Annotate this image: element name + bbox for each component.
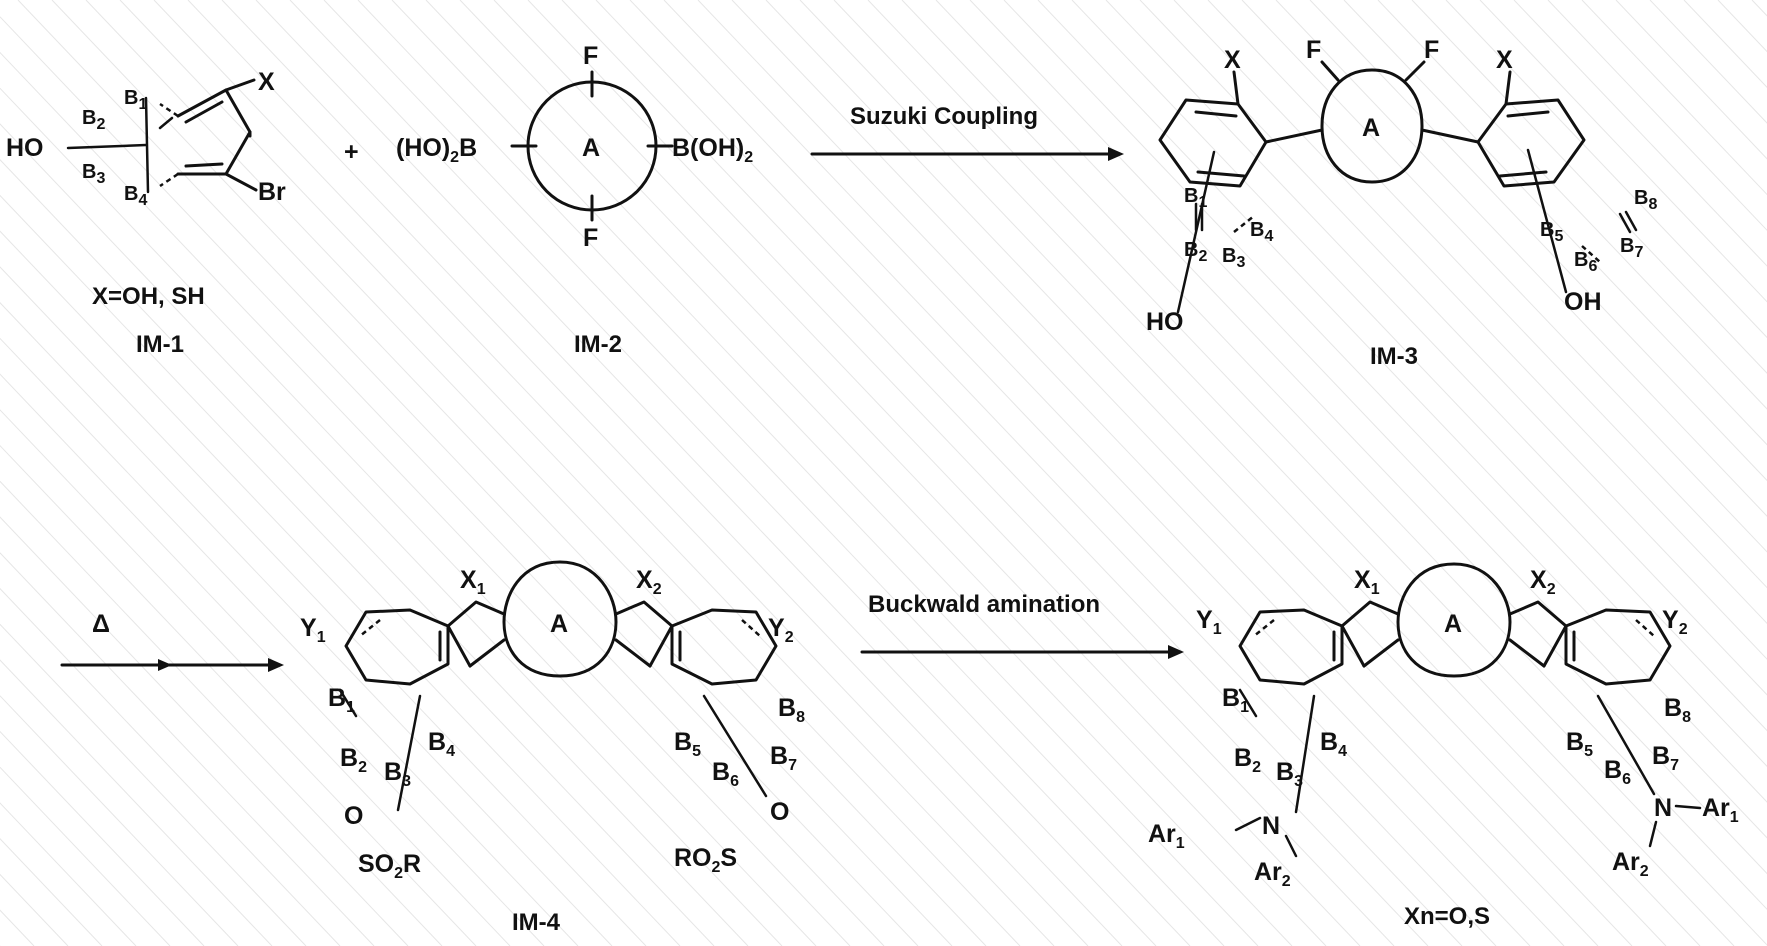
im3-b4: B4	[1250, 219, 1273, 245]
im4-b8: B8	[778, 694, 805, 726]
suzuki-label: Suzuki Coupling	[850, 103, 1038, 130]
hatch-line	[0, 0, 680, 946]
im3-ring-a: A	[1362, 114, 1380, 142]
product-ar1-right: Ar1	[1702, 794, 1739, 826]
product-b3: B3	[1276, 758, 1303, 790]
im2-name: IM-2	[574, 331, 622, 358]
im4-b2: B2	[340, 744, 367, 776]
hatch-line	[154, 0, 1054, 946]
structure-im1: HO X Br B1 B2 B3 B4 X=OH, SH IM-1	[6, 68, 286, 358]
im3-name: IM-3	[1370, 343, 1418, 370]
im4-x1: X1	[460, 566, 486, 598]
product-y2: Y2	[1662, 606, 1688, 638]
im1-b3: B3	[82, 161, 105, 187]
im3-f-left: F	[1306, 36, 1321, 64]
hatch-line	[698, 0, 1598, 946]
product-x1: X1	[1354, 566, 1380, 598]
product-b1: B1	[1222, 684, 1249, 716]
hatch-line	[426, 0, 1326, 946]
heat-label: Δ	[92, 610, 110, 638]
im2-f-top: F	[583, 42, 598, 70]
im1-b1: B1	[124, 87, 147, 113]
hatch-line	[732, 0, 1632, 946]
hatch-line	[1582, 0, 1767, 946]
product-b8: B8	[1664, 694, 1691, 726]
im4-b7: B7	[770, 742, 797, 774]
product-b4: B4	[1320, 728, 1347, 760]
product-x2: X2	[1530, 566, 1556, 598]
hatch-line	[664, 0, 1564, 946]
hatch-line	[800, 0, 1700, 946]
hatch-line	[868, 0, 1767, 946]
im1-br: Br	[258, 178, 286, 206]
im4-y2: Y2	[768, 614, 794, 646]
hatch-line	[188, 0, 1088, 946]
im3-b3: B3	[1222, 245, 1245, 271]
im1-name: IM-1	[136, 331, 184, 358]
product-b6: B6	[1604, 756, 1631, 788]
product-ar1-left: Ar1	[1148, 820, 1185, 852]
product-b2: B2	[1234, 744, 1261, 776]
im3-b8: B8	[1634, 187, 1657, 213]
im4-o-left: O	[344, 802, 363, 830]
im2-right-group: B(OH)2	[672, 134, 753, 166]
im4-b1: B1	[328, 684, 355, 716]
hatch-line	[120, 0, 1020, 946]
product-n-right: N	[1654, 794, 1672, 822]
hatch-line	[630, 0, 1530, 946]
im4-name: IM-4	[512, 909, 561, 936]
im3-x-right: X	[1496, 46, 1513, 74]
buckwald-arrow: Buckwald amination	[862, 591, 1184, 659]
hatch-line	[528, 0, 1428, 946]
im4-x2: X2	[636, 566, 662, 598]
im4-o-right: O	[770, 798, 789, 826]
hatch-line	[834, 0, 1734, 946]
product-ring-a: A	[1444, 610, 1462, 638]
im4-y1: Y1	[300, 614, 326, 646]
hatch-line	[0, 0, 612, 946]
im4-so2r: SO2R	[358, 850, 421, 882]
suzuki-arrow: Suzuki Coupling	[812, 103, 1124, 161]
im3-oh-left: HO	[1146, 308, 1184, 336]
hatch-line	[1242, 0, 1767, 946]
im1-b4: B4	[124, 183, 147, 209]
hatch-line	[766, 0, 1666, 946]
buckwald-label: Buckwald amination	[868, 591, 1100, 618]
hatch-line	[0, 0, 748, 946]
product-b5: B5	[1566, 728, 1593, 760]
im4-ring-a: A	[550, 610, 568, 638]
im3-b6: B6	[1574, 249, 1597, 275]
hatch-line	[902, 0, 1767, 946]
im1-b2: B2	[82, 107, 105, 133]
im1-ho: HO	[6, 134, 44, 162]
im3-f-right: F	[1424, 36, 1439, 64]
plus-sign: +	[344, 138, 359, 166]
im2-f-bottom: F	[583, 224, 598, 252]
product-name: Xn=O,S	[1404, 903, 1490, 930]
im1-note: X=OH, SH	[92, 283, 205, 310]
structure-product: X1 X2 Y1 Y2 A B1 B2 B3 B4 B5 B6 B7 B8 N …	[1148, 564, 1739, 930]
im3-b2: B2	[1184, 239, 1207, 265]
hatch-line	[494, 0, 1394, 946]
im4-b5: B5	[674, 728, 701, 760]
im4-b4: B4	[428, 728, 455, 760]
im2-left-group: (HO)2B	[396, 134, 477, 166]
product-ar2-left: Ar2	[1254, 858, 1291, 890]
im3-oh-right: OH	[1564, 288, 1602, 316]
im4-ro2s: RO2S	[674, 844, 737, 876]
product-b7: B7	[1652, 742, 1679, 774]
hatch-line	[86, 0, 986, 946]
im3-x-left: X	[1224, 46, 1241, 74]
im4-b6: B6	[712, 758, 739, 790]
product-n-left: N	[1262, 812, 1280, 840]
hatch-line	[52, 0, 952, 946]
im2-ring-a: A	[582, 134, 600, 162]
structure-im4: X1 X2 Y1 Y2 A B1 B2 B3 B4 B5 B6 B7 B8 O …	[300, 562, 805, 936]
im1-x: X	[258, 68, 275, 96]
hatch-line	[358, 0, 1258, 946]
product-y1: Y1	[1196, 606, 1222, 638]
product-ar2-right: Ar2	[1612, 848, 1649, 880]
